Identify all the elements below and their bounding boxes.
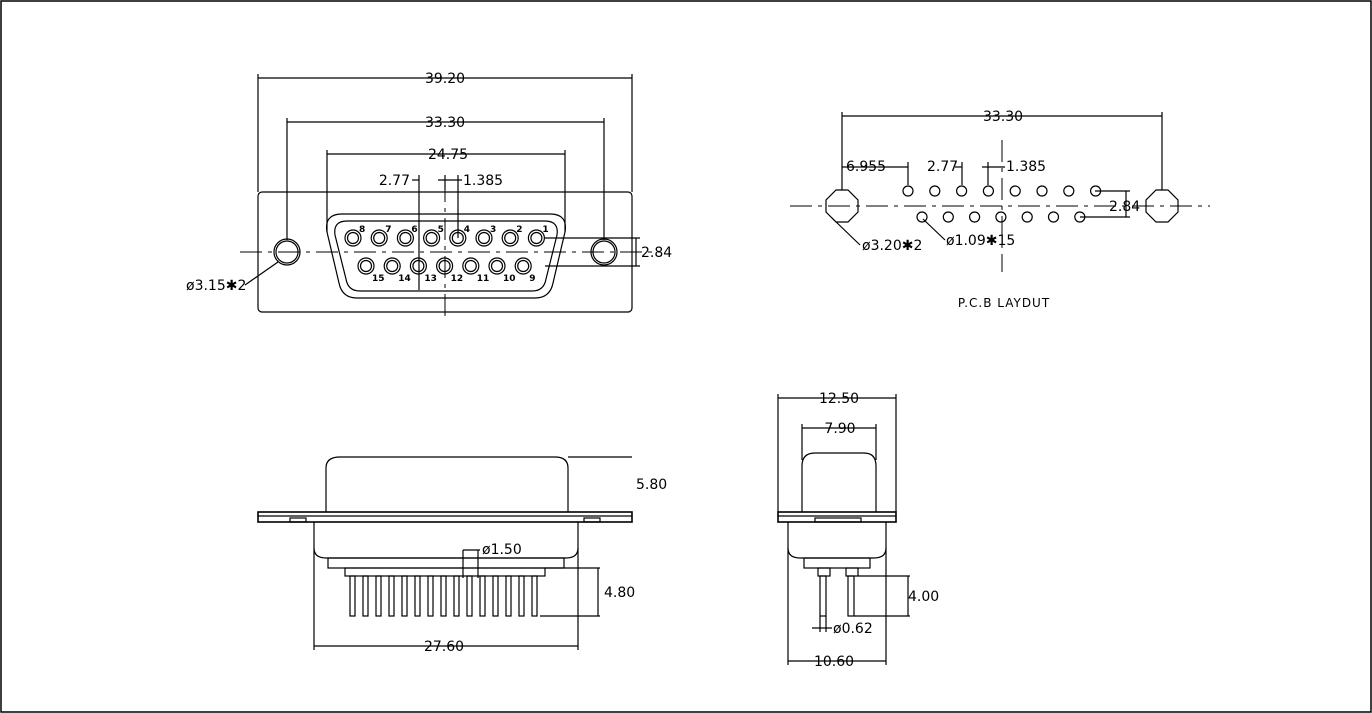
dim-end-body-width: 10.60: [814, 654, 854, 670]
pin-number-label: 2: [516, 225, 522, 235]
pin-number-label: 14: [398, 274, 411, 284]
side-pin: [492, 575, 499, 617]
pin-number-label: 11: [477, 274, 490, 284]
side-pin: [518, 575, 525, 617]
pin-number-label: 7: [385, 225, 391, 235]
front-pin: 9: [514, 257, 535, 284]
dim-end-pin-length: 4.00: [908, 589, 939, 605]
pcb-pin-hole: [982, 185, 995, 197]
front-view: 8 7 6 5 4 3 2 1 15 14 13 12 11 10 9 39.20 33.30 24.75…: [186, 71, 672, 320]
side-pin: [362, 575, 369, 617]
side-pin: [466, 575, 473, 617]
pcb-pin-hole: [916, 211, 928, 223]
side-pin: [414, 575, 421, 617]
dim-row-spacing: 2.84: [641, 245, 672, 261]
pin-number-label: 15: [372, 274, 385, 284]
dim-flange-width: 12.50: [819, 391, 859, 407]
dim-pcb-mount-dia: ø3.20✱2: [862, 238, 922, 254]
front-pin: 11: [462, 257, 490, 284]
front-pin: 3: [475, 225, 496, 247]
front-pin: 15: [357, 257, 385, 284]
pin-number-label: 4: [464, 225, 470, 235]
side-pin: [388, 575, 395, 617]
pin-number-label: 6: [411, 225, 417, 235]
side-pin: [349, 575, 356, 617]
front-pin: 8: [344, 225, 365, 247]
front-pin: 4: [449, 225, 470, 247]
pcb-pin-hole: [955, 185, 968, 197]
end-view: 12.50 7.90 4.00 ø0.62 10.60: [777, 391, 939, 670]
side-pin: [453, 575, 460, 617]
pcb-pin-hole: [1009, 185, 1021, 197]
dim-mount-hole-dia: ø3.15✱2: [186, 278, 246, 294]
front-pin: 10: [488, 257, 516, 284]
front-pin: 14: [383, 257, 411, 284]
side-pin: [375, 575, 382, 617]
pcb-caption: P.C.B LAYDUT: [958, 296, 1050, 310]
dim-pin-length-side: 4.80: [604, 585, 635, 601]
dim-half-pitch: 1.385: [463, 173, 503, 189]
dim-end-shell-width: 7.90: [824, 421, 855, 437]
side-pin: [440, 575, 447, 617]
dim-shell-width: 24.75: [428, 147, 468, 163]
side-pin: [479, 575, 486, 617]
pcb-pin-hole: [1063, 185, 1075, 197]
dim-pin-dia-side: ø1.50: [482, 542, 522, 558]
pcb-pin-hole: [1036, 185, 1048, 197]
pcb-pin-hole: [902, 185, 914, 197]
pin-number-label: 5: [438, 225, 444, 235]
dim-pcb-offset: 6.955: [846, 159, 886, 175]
pcb-pin-hole: [1021, 211, 1033, 223]
side-pin: [427, 575, 434, 617]
pin-number-label: 12: [451, 274, 464, 284]
dim-pcb-pitch: 2.77: [927, 159, 958, 175]
pcb-pin-hole: [942, 211, 954, 223]
side-pin: [401, 575, 408, 617]
side-pin: [531, 575, 538, 617]
pcb-pin-hole: [1047, 211, 1060, 223]
dim-end-pin-dia: ø0.62: [833, 621, 873, 637]
pcb-pin-hole: [995, 211, 1007, 223]
pcb-layout: 33.30 6.955 2.77 1.385 2.84 ø3.20✱2 ø1.0…: [790, 109, 1210, 310]
front-pin: 5: [423, 225, 444, 247]
side-pin: [505, 575, 512, 617]
pin-number-label: 13: [424, 274, 437, 284]
dim-shell-height: 5.80: [636, 477, 667, 493]
dim-pin-pitch: 2.77: [379, 173, 410, 189]
front-pin: 13: [409, 257, 437, 284]
dim-pcb-half-pitch: 1.385: [1006, 159, 1046, 175]
dim-body-width: 27.60: [424, 639, 464, 655]
pcb-pin-hole: [929, 185, 941, 197]
pcb-pin-hole: [968, 211, 981, 223]
front-pin: 1: [527, 225, 549, 247]
front-pin: 6: [396, 225, 418, 247]
pin-number-label: 1: [542, 225, 548, 235]
pin-number-label: 3: [490, 225, 496, 235]
dim-mount-spacing: 33.30: [425, 115, 465, 131]
dim-pcb-hole-spacing: 33.30: [983, 109, 1023, 125]
front-pin: 2: [501, 225, 522, 247]
side-view: 5.80 ø1.50 4.80 27.60: [257, 456, 667, 655]
pin-number-label: 10: [503, 274, 516, 284]
front-pin: 12: [436, 257, 464, 284]
front-pin: 7: [370, 225, 391, 247]
dim-pcb-pin-dia: ø1.09✱15: [946, 233, 1015, 249]
pin-number-label: 8: [359, 225, 365, 235]
dim-pcb-row-spacing: 2.84: [1109, 199, 1140, 215]
dim-overall-width: 39.20: [425, 71, 465, 87]
pin-number-label: 9: [529, 274, 535, 284]
